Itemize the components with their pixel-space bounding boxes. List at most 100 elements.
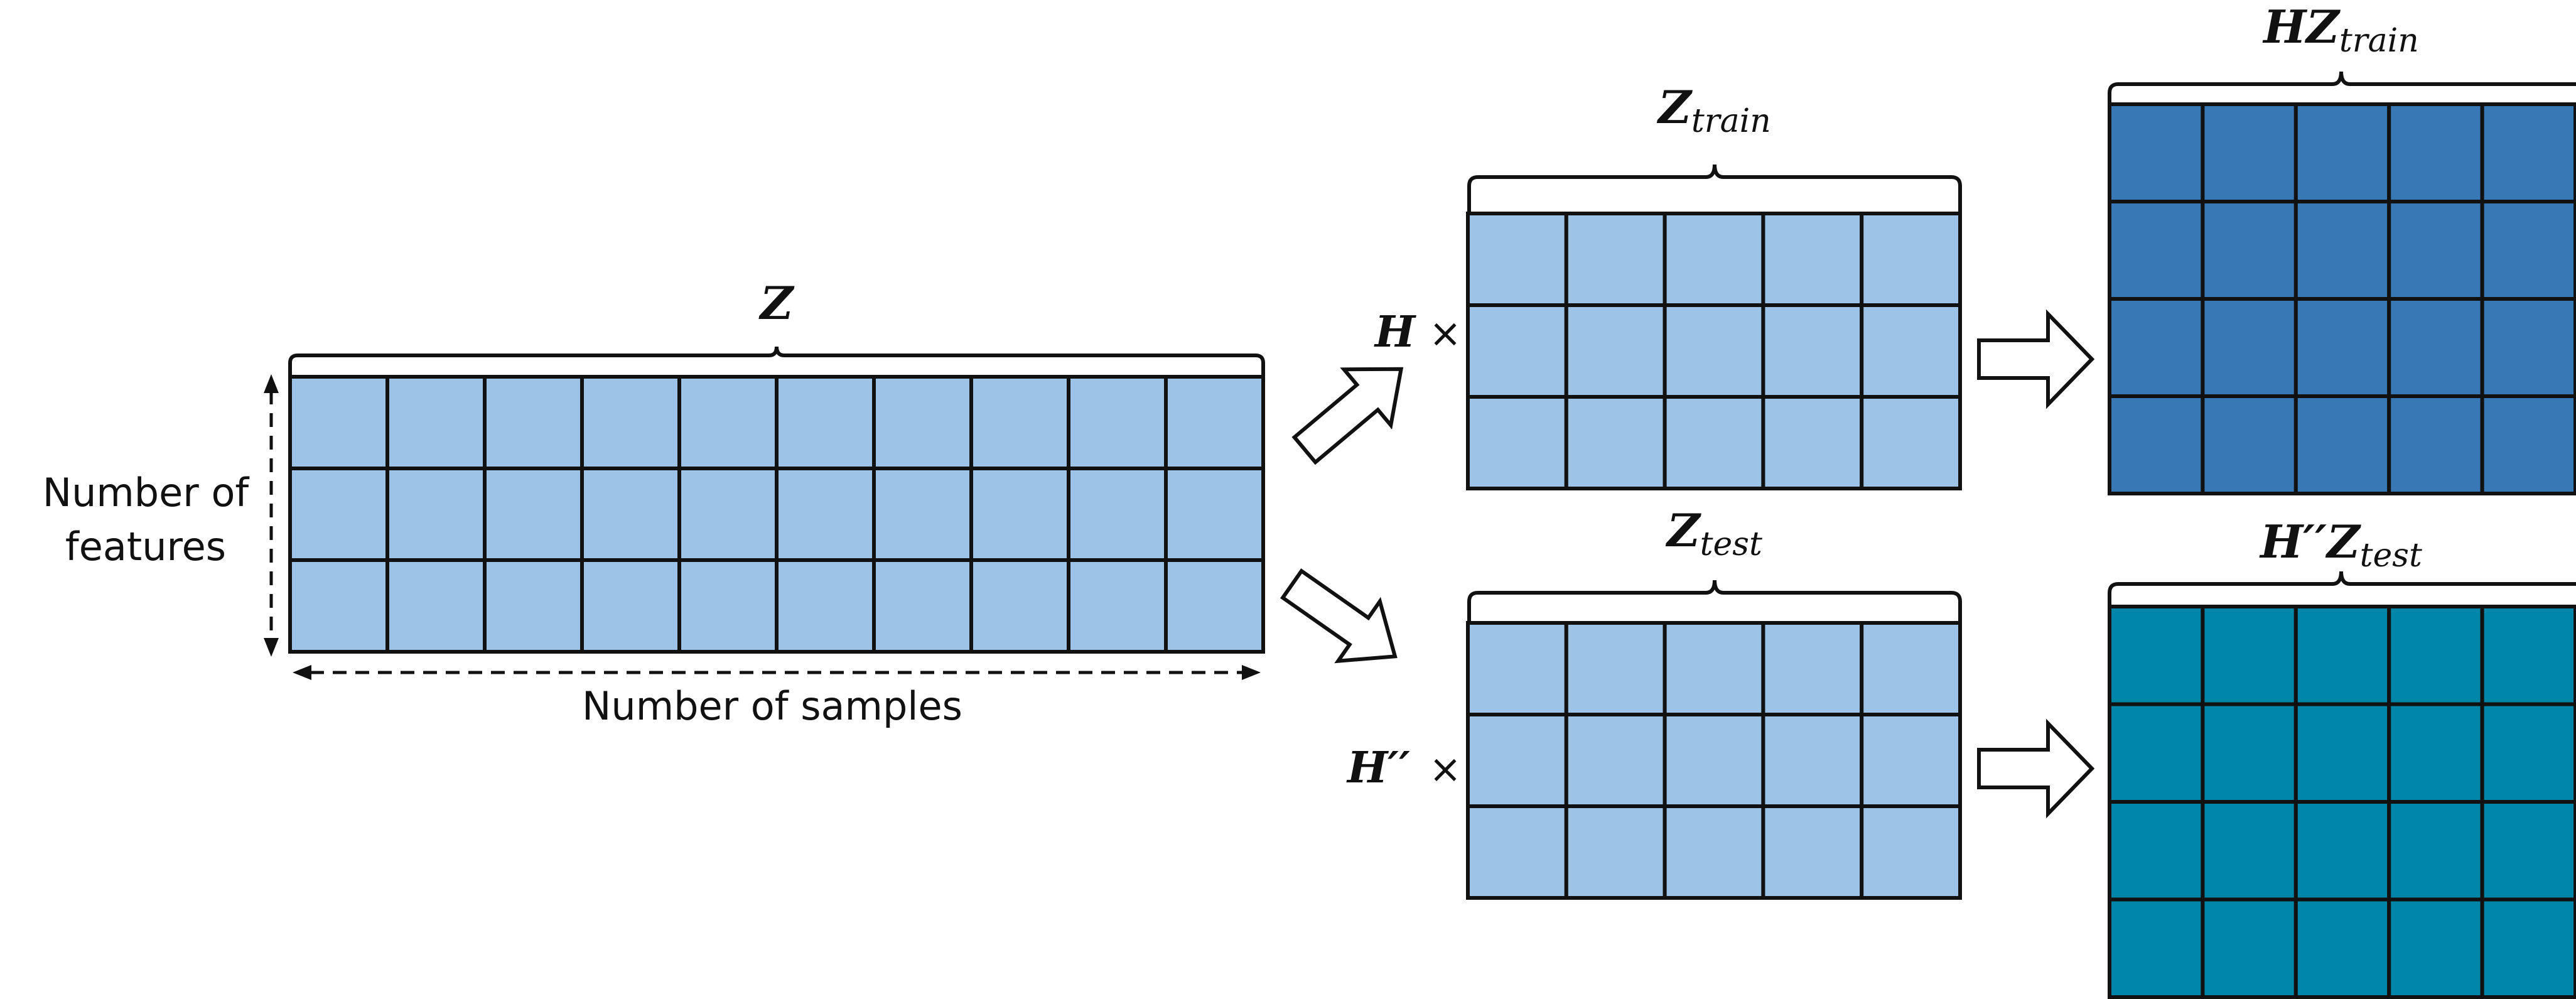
train-result-cell bbox=[2480, 200, 2576, 301]
source-matrix-cell bbox=[677, 375, 779, 470]
test-result-label: H′′Ztest bbox=[2259, 515, 2422, 575]
test-matrix-cell bbox=[1564, 621, 1667, 716]
source-matrix-cell bbox=[677, 467, 779, 562]
source-matrix-cell bbox=[483, 467, 584, 562]
train-result-cell bbox=[2293, 297, 2391, 398]
source-matrix-cell bbox=[1067, 558, 1168, 654]
test-result-cell bbox=[2108, 605, 2205, 706]
train-result-cell bbox=[2201, 102, 2298, 203]
source-matrix-cell bbox=[288, 558, 389, 654]
train-matrix-cell bbox=[1761, 395, 1864, 490]
test-result-arrow bbox=[1977, 718, 2095, 819]
test-result-cell bbox=[2387, 800, 2484, 902]
source-matrix-cell bbox=[483, 558, 584, 654]
test-matrix-label-base: Z bbox=[1665, 504, 1701, 557]
train-matrix-cell bbox=[1466, 303, 1568, 399]
train-result-cell bbox=[2387, 394, 2484, 495]
test-matrix-cell bbox=[1761, 713, 1864, 808]
train-matrix-cell bbox=[1860, 212, 1962, 307]
test-matrix-cell bbox=[1466, 804, 1568, 900]
source-matrix-cell bbox=[775, 558, 876, 654]
train-result-cell bbox=[2387, 200, 2484, 301]
source-matrix-cell bbox=[677, 558, 779, 654]
test-result-cell bbox=[2480, 800, 2576, 902]
samples-axis-arrowhead-right bbox=[1242, 665, 1261, 680]
test-result-cell bbox=[2387, 605, 2484, 706]
source-matrix-grid bbox=[288, 375, 1265, 654]
split-arrow-up-right bbox=[1291, 367, 1404, 465]
train-matrix-cell bbox=[1860, 303, 1962, 399]
test-result-cell bbox=[2293, 605, 2391, 706]
test-result-cell bbox=[2293, 800, 2391, 902]
train-matrix-cell bbox=[1466, 395, 1568, 490]
source-matrix-cell bbox=[288, 467, 389, 562]
train-result-cell bbox=[2201, 297, 2298, 398]
split-arrow-up-right-shape bbox=[1291, 367, 1404, 465]
train-multiplier: H bbox=[1374, 307, 1417, 357]
train-result-grid bbox=[2108, 102, 2576, 495]
train-result-cell bbox=[2108, 394, 2205, 495]
test-result-cell bbox=[2293, 702, 2391, 804]
split-arrow-down-right bbox=[1280, 568, 1398, 664]
test-matrix-cell bbox=[1860, 621, 1962, 716]
train-matrix-label-base: Z bbox=[1656, 80, 1693, 134]
source-matrix-cell bbox=[385, 467, 487, 562]
source-matrix-cell bbox=[969, 558, 1070, 654]
train-result-cell bbox=[2108, 297, 2205, 398]
test-matrix-label: Ztest bbox=[1665, 504, 1762, 563]
test-matrix-cell bbox=[1466, 621, 1568, 716]
train-matrix-grid bbox=[1466, 212, 1962, 490]
test-result-brace bbox=[2108, 571, 2576, 608]
source-matrix-cell bbox=[872, 558, 973, 654]
split-arrow-down-right-shape bbox=[1280, 568, 1398, 664]
test-matrix-label-sub: test bbox=[1700, 526, 1762, 563]
test-result-cell bbox=[2201, 605, 2298, 706]
test-result-cell bbox=[2201, 897, 2298, 999]
train-result-cell bbox=[2108, 200, 2205, 301]
test-result-cell bbox=[2108, 800, 2205, 902]
test-multiplier: H′′ bbox=[1346, 743, 1410, 793]
train-matrix-cell bbox=[1663, 303, 1765, 399]
train-result-label-base: HZ bbox=[2262, 0, 2341, 53]
source-matrix-cell bbox=[969, 375, 1070, 470]
source-matrix-cell bbox=[775, 375, 876, 470]
test-result-cell bbox=[2480, 702, 2576, 804]
test-result-cell bbox=[2108, 702, 2205, 804]
train-matrix-cell bbox=[1663, 395, 1765, 490]
features-axis-label-line2: features bbox=[65, 524, 226, 570]
test-result-cell bbox=[2387, 897, 2484, 999]
train-result-label-sub: train bbox=[2339, 22, 2419, 60]
source-matrix-cell bbox=[580, 467, 681, 562]
samples-axis-arrowhead-left bbox=[293, 665, 311, 680]
test-result-grid bbox=[2108, 605, 2576, 999]
train-matrix-label: Ztrain bbox=[1656, 80, 1770, 140]
features-axis-label-line1: Number of bbox=[43, 470, 251, 516]
source-matrix-cell bbox=[385, 375, 487, 470]
train-result-cell bbox=[2293, 102, 2391, 203]
source-matrix-cell bbox=[1067, 375, 1168, 470]
train-matrix-cell bbox=[1761, 303, 1864, 399]
train-matrix-cell bbox=[1761, 212, 1864, 307]
source-matrix-cell bbox=[483, 375, 584, 470]
train-matrix-label-sub: train bbox=[1691, 102, 1771, 140]
test-result-cell bbox=[2387, 702, 2484, 804]
source-matrix-cell bbox=[385, 558, 487, 654]
test-matrix-cell bbox=[1663, 804, 1765, 900]
train-result-arrow bbox=[1977, 309, 2095, 409]
test-matrix-cell bbox=[1860, 713, 1962, 808]
test-result-cell bbox=[2293, 897, 2391, 999]
train-times-sign: × bbox=[1429, 310, 1462, 356]
train-result-label: HZtrain bbox=[2262, 0, 2418, 60]
train-matrix-cell bbox=[1564, 395, 1667, 490]
test-matrix-cell bbox=[1761, 804, 1864, 900]
source-matrix-cell bbox=[1164, 467, 1265, 562]
train-result-cell bbox=[2293, 394, 2391, 495]
source-matrix-cell bbox=[580, 375, 681, 470]
test-result-cell bbox=[2480, 605, 2576, 706]
test-matrix-cell bbox=[1761, 621, 1864, 716]
test-matrix-grid bbox=[1466, 621, 1962, 900]
test-result-cell bbox=[2201, 800, 2298, 902]
source-matrix-label: Z bbox=[758, 276, 795, 330]
source-matrix-group: Z Number of features Number of samples bbox=[43, 276, 1265, 729]
source-matrix-cell bbox=[288, 375, 389, 470]
